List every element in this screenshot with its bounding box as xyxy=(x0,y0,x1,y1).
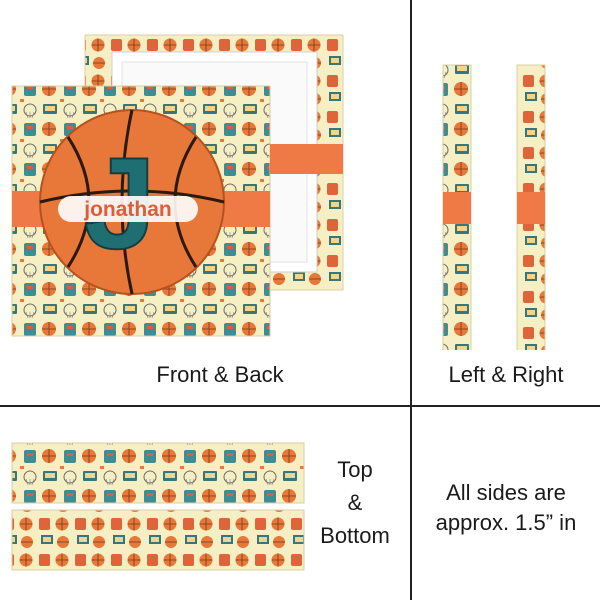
size-note-line2: approx. 1.5” in xyxy=(435,510,577,535)
top-caption: Top xyxy=(337,457,373,482)
size-note-line1: All sides are xyxy=(446,480,566,505)
front-back-caption: Front & Back xyxy=(156,362,284,387)
front-back-panel: J jonathan Front & Back xyxy=(0,0,410,405)
top-strip xyxy=(11,442,305,504)
top-bottom-strips xyxy=(11,442,305,571)
bottom-strip xyxy=(11,509,305,571)
size-note-panel: All sides are approx. 1.5” in xyxy=(412,407,600,600)
left-side-strip xyxy=(442,64,472,350)
left-right-caption: Left & Right xyxy=(448,362,564,387)
bottom-caption: Bottom xyxy=(320,523,390,548)
monogram-name: jonathan xyxy=(83,198,172,221)
left-right-panel: Left & Right xyxy=(412,0,600,405)
vertical-divider xyxy=(410,0,412,600)
frame-illustration: J jonathan xyxy=(11,34,344,337)
side-strips xyxy=(442,64,546,350)
right-side-strip xyxy=(516,64,546,350)
horizontal-divider xyxy=(0,405,600,407)
ampersand-caption: & xyxy=(347,490,363,515)
top-bottom-panel: Top & Bottom xyxy=(0,407,410,600)
